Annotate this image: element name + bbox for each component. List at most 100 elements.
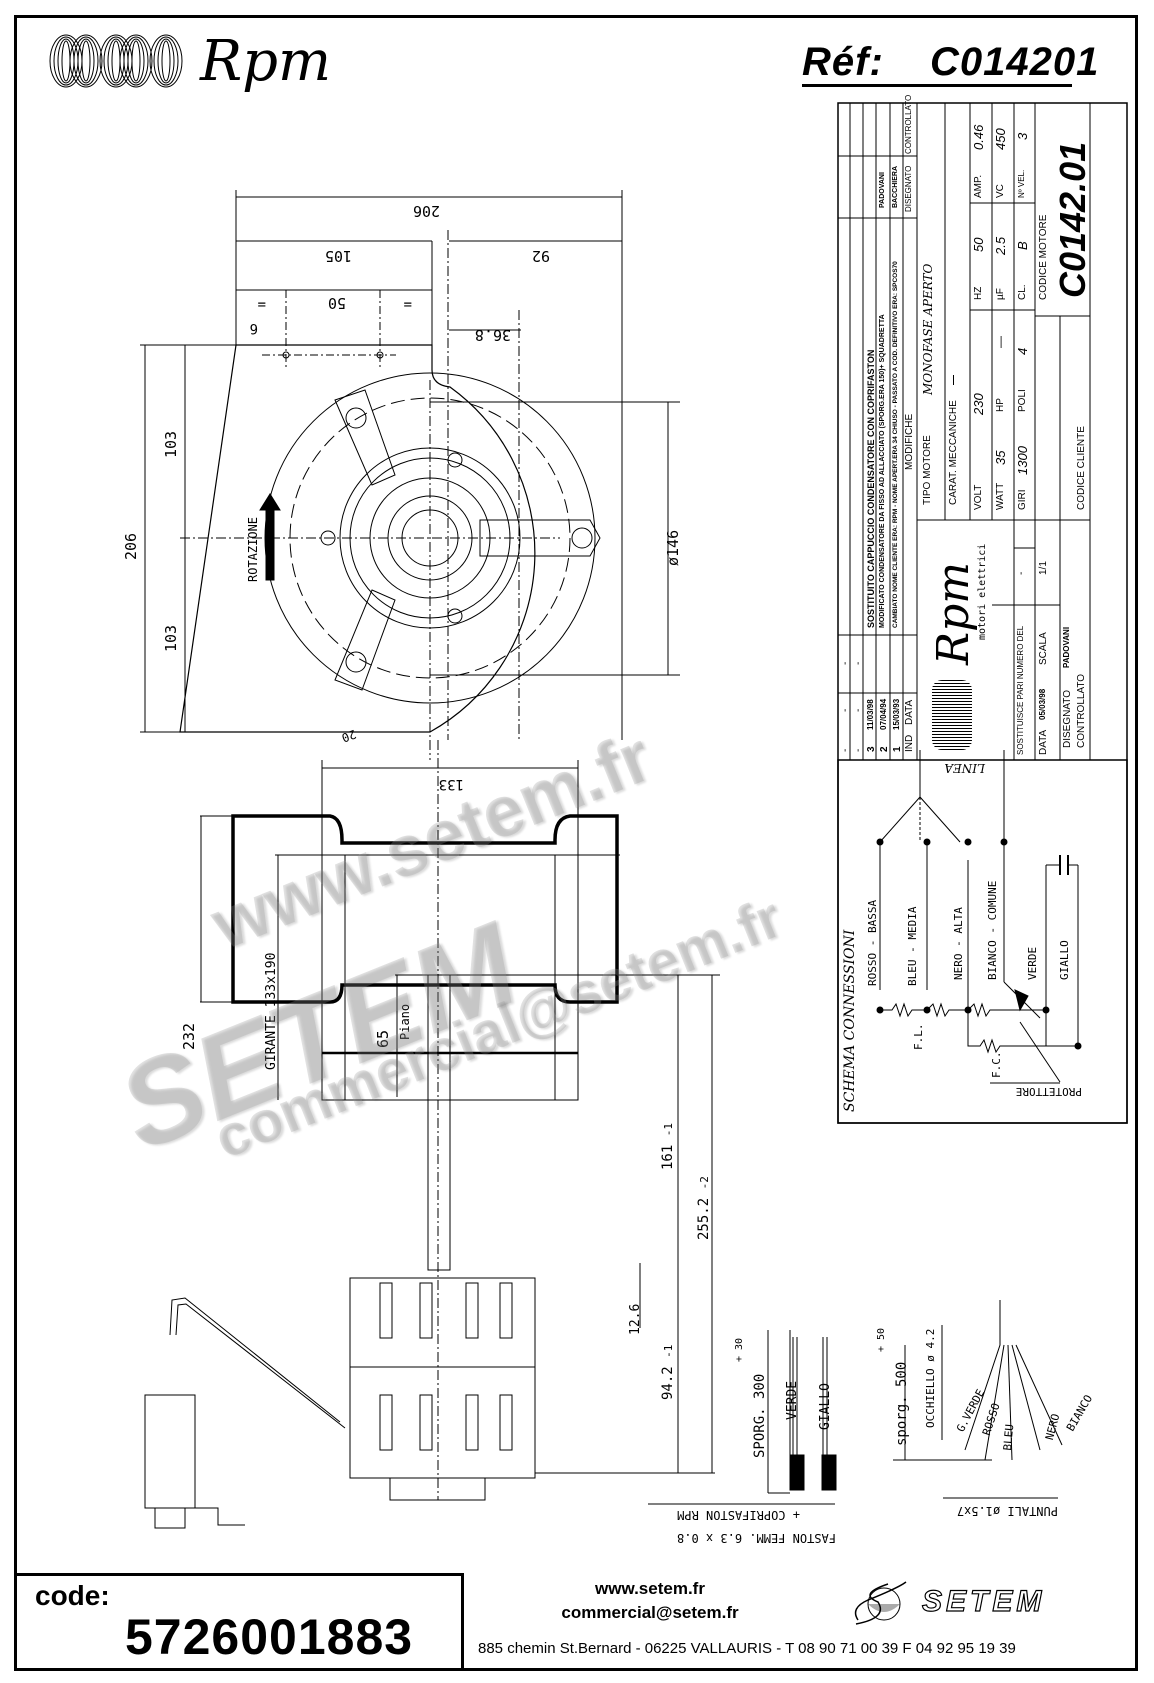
- spec-hp-label: HP: [995, 398, 1006, 412]
- dim-impeller: GIRANTE 133x190: [264, 952, 279, 1070]
- rev-row-5-ind: -: [840, 748, 851, 752]
- rev-row-4-data: -: [853, 708, 864, 712]
- controllato-label: CONTROLLATO: [1076, 673, 1087, 748]
- spec-hp-value: —: [993, 336, 1007, 348]
- cap-sporg: SPORG. 300: [752, 1373, 768, 1458]
- rev-row-4-desc: -: [853, 661, 864, 665]
- data-label: DATA: [1038, 729, 1049, 755]
- spec-cl-label: CL.: [1017, 284, 1028, 300]
- drawing-frame: [14, 15, 1138, 1671]
- data-value: 05/03/98: [1038, 688, 1047, 720]
- motor-note-puntali: PUNTALI ø1.5x7: [956, 1504, 1058, 1518]
- dim-161-tol: -1: [662, 1123, 675, 1137]
- rev-row-4-ind: -: [853, 748, 864, 752]
- dim-outlet-offset: 36.8: [474, 326, 511, 344]
- code-label: code:: [35, 1580, 110, 1611]
- dim-equal-left: =: [257, 296, 266, 312]
- rev-row-2-disegnato: PADOVANI: [879, 172, 886, 208]
- scala-value: 1/1: [1038, 561, 1049, 575]
- rotation-label: ROTAZIONE: [246, 516, 260, 582]
- spec-volt-value: 230: [971, 393, 986, 415]
- dim-161: 161 -1: [660, 1123, 676, 1170]
- spec-hz-label: HZ: [973, 286, 984, 300]
- rev-header-controllato: CONTROLLATO: [904, 94, 913, 154]
- codice-motore-label: CODICE MOTORE: [1038, 214, 1049, 300]
- title-block-rpm-sub: motori elettrici: [977, 543, 988, 640]
- rev-row-1-data: 15/03/93: [892, 698, 901, 730]
- codice-motore-value: C0142.01: [1052, 141, 1093, 298]
- dim-hole-offset: 6: [249, 320, 258, 336]
- schema-wire-verde: VERDE: [1026, 946, 1039, 980]
- schema-linea: LINEA: [944, 761, 985, 775]
- rev-row-2-data: 07/04/94: [879, 698, 888, 730]
- rev-row-5-desc: -: [840, 661, 851, 665]
- cap-wire-giallo: GIALLO: [818, 1383, 833, 1430]
- spec-amp-value: 0.46: [971, 124, 986, 150]
- dim-overall-width: 206: [412, 202, 440, 220]
- dim-flat: 65: [374, 1029, 392, 1048]
- spec-watt-value: 35: [993, 450, 1008, 465]
- code-value: 5726001883: [125, 1609, 414, 1665]
- dim-255-tol: -2: [698, 1176, 711, 1190]
- rev-row-3-desc: SOSTITUITO CAPPUCCIO CONDENSATORE CON CO…: [866, 349, 876, 628]
- spec-poli-value: 4: [1015, 347, 1030, 355]
- dim-161-value: 161: [660, 1144, 676, 1170]
- motor-eyelet: OCCHIELLO ø 4.2: [924, 1328, 937, 1428]
- footer-website[interactable]: www.setem.fr: [595, 1579, 705, 1598]
- dim-inlet-width: 133: [438, 776, 464, 792]
- spec-cl-value: B: [1015, 241, 1030, 250]
- schema-wire-bianco: BIANCO - COMUNE: [986, 880, 999, 980]
- motor-sporg: sporg. 500: [894, 1361, 910, 1446]
- schema-protettore: PROTETTORE: [1015, 1085, 1082, 1098]
- spec-giri-value: 1300: [1015, 446, 1030, 475]
- reference: Réf: C014201: [802, 40, 1099, 85]
- title-block-coil-icon: [932, 680, 972, 750]
- schema-fl: F.L.: [912, 1023, 925, 1051]
- dim-half-upper: 103: [162, 430, 180, 458]
- sostituisce-value: -: [1016, 571, 1027, 575]
- code-box: code: 5726001883: [14, 1573, 464, 1671]
- spec-uf-label: µF: [995, 288, 1006, 300]
- rev-row-3-ind: 3: [866, 746, 877, 752]
- disegnato-value: PADOVANI: [1062, 626, 1071, 668]
- schema-title: SCHEMA CONNESSIONI: [842, 929, 858, 1112]
- spec-nvel-value: 3: [1015, 132, 1030, 140]
- dim-overall-height: 206: [122, 532, 140, 560]
- footer-address: 885 chemin St.Bernard - 06225 VALLAURIS …: [478, 1640, 1016, 1657]
- cap-note-coprifaston: + COPRIFASTON RPM: [677, 1508, 800, 1522]
- reference-underline: [802, 84, 1072, 87]
- spec-poli-label: POLI: [1017, 389, 1028, 412]
- rev-row-1-ind: 1: [892, 746, 903, 752]
- dim-left-part: 105: [324, 247, 352, 265]
- disegnato-label: DISEGNATO: [1062, 690, 1073, 748]
- title-block-rpm-logo: Rpm: [928, 561, 979, 665]
- dim-half-lower: 103: [162, 624, 180, 652]
- reference-value: C014201: [930, 40, 1100, 84]
- footer-email[interactable]: commercial@setem.fr: [561, 1603, 739, 1622]
- dim-94-value: 94.2: [660, 1366, 676, 1400]
- dim-94-tol: -1: [662, 1344, 675, 1358]
- coil-logo-icon: [49, 34, 183, 88]
- setem-brand: SETEM: [921, 1584, 1046, 1618]
- spec-watt-label: WATT: [995, 482, 1006, 510]
- setem-globe-icon: [854, 1581, 907, 1625]
- dim-right-part: 92: [531, 247, 550, 265]
- spec-vc-value: 450: [993, 128, 1008, 150]
- rev-header-modifiche: MODIFICHE: [904, 413, 915, 470]
- footer-contact: www.setem.fr commercial@setem.fr: [540, 1577, 760, 1625]
- dim-94-2: 94.2 -1: [660, 1345, 676, 1400]
- dim-equal-right: =: [403, 296, 412, 312]
- spec-giri-label: GIRI: [1017, 489, 1028, 510]
- motor-wire-bleu: BLEU: [1001, 1423, 1017, 1452]
- tipo-motore-label: TIPO MOTORE: [922, 435, 933, 505]
- rev-row-3-data: 11/03/98: [866, 699, 875, 730]
- rev-row-2-desc: MODIFICATO CONDENSATORE DA FISSO AD ALLA…: [879, 314, 886, 628]
- cap-tol-plus: + 30: [734, 1337, 745, 1362]
- dim-hole-spacing: 50: [327, 294, 346, 312]
- schema-wire-nero: NERO - ALTA: [952, 907, 965, 980]
- dim-flat-label: Piano: [398, 1003, 412, 1040]
- rev-row-1-disegnato: BACCHIERA: [892, 166, 899, 208]
- dim-255-value: 255.2: [696, 1197, 712, 1240]
- schema-fc: F.C.: [990, 1051, 1003, 1079]
